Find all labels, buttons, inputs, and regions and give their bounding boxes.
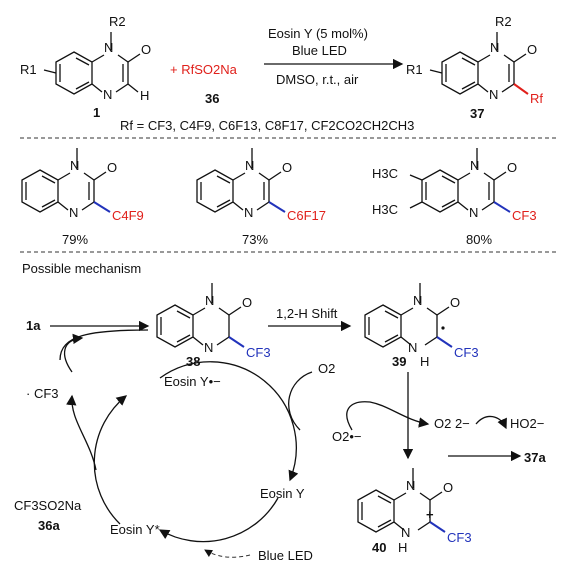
compound-36-label: 36 [205, 91, 219, 106]
int38-bond [228, 336, 245, 348]
int38-label: 38 [186, 354, 200, 369]
intermediate-39-structure [364, 283, 450, 348]
product-r1-label: R1 [406, 62, 423, 77]
intermediate-40-structure [357, 468, 443, 533]
int38-o: O [242, 295, 252, 310]
compound-37-label: 37 [470, 106, 484, 121]
n1-atom: N [104, 40, 113, 55]
int40-h: H [398, 540, 407, 555]
sulfinate-reagent: + RfSO2Na [170, 62, 238, 77]
r2-label: R2 [109, 14, 126, 29]
eosin-ground: Eosin Y [260, 486, 305, 501]
cycle-arc-bottom [158, 497, 279, 543]
int40-nh: N [401, 525, 410, 540]
n4-atom: N [103, 87, 112, 102]
o2-label: O2 [318, 361, 335, 376]
int39-nh: N [408, 340, 417, 355]
example-1-n4: N [69, 205, 78, 220]
reagent-cf3so2na: CF3SO2Na [14, 498, 82, 513]
cf3-radical: · CF3 [26, 386, 59, 401]
arrow-cf3-radical [63, 333, 84, 373]
blue-led-label: Blue LED [258, 548, 313, 563]
example-3-ring-sub-1: H3C [372, 166, 398, 181]
h-atom: H [140, 88, 149, 103]
example-3-bond [493, 201, 511, 213]
int39-bond [436, 336, 453, 348]
example-3-ring-sub-2: H3C [372, 202, 398, 217]
condition-catalyst: Eosin Y (5 mol%) [268, 26, 368, 41]
product-o-atom: O [527, 42, 537, 57]
shift-label: 1,2-H Shift [276, 306, 338, 321]
example-3-substituent: CF3 [512, 208, 537, 223]
int38-n4: N [204, 340, 213, 355]
product-rf-label: Rf [530, 91, 543, 106]
int39-cf3: CF3 [454, 345, 479, 360]
cycle-arc-left [93, 395, 128, 525]
eosin-radical-anion: Eosin Y•− [164, 374, 221, 389]
example-3-n1: N [470, 158, 479, 173]
rf-definition: Rf = CF3, C4F9, C6F13, C8F17, CF2CO2CH2C… [120, 118, 414, 133]
cycle-arc-right [159, 361, 299, 482]
example-2-substituent: C6F17 [287, 208, 326, 223]
arrow-cf3-to-38 [59, 329, 149, 361]
eosin-excited: Eosin Y* [110, 522, 160, 537]
example-2-n4: N [244, 205, 253, 220]
example-3-structure [409, 148, 507, 213]
intermediate-38-structure [156, 283, 242, 348]
int40-cation: + [426, 507, 434, 522]
example-2-o: O [282, 160, 292, 175]
arrow-36a-to-cf3 [66, 394, 97, 471]
mechanism-title: Possible mechanism [22, 261, 141, 276]
product-n1-atom: N [490, 40, 499, 55]
example-3-n4: N [469, 205, 478, 220]
example-1-bond [93, 201, 111, 213]
product-37-structure [429, 32, 527, 95]
compound-1-label: 1 [93, 105, 100, 120]
int40-cf3: CF3 [447, 530, 472, 545]
int38-n1: N [205, 293, 214, 308]
example-2-structure [196, 148, 282, 213]
int40-o: O [443, 480, 453, 495]
example-1-substituent: C4F9 [112, 208, 144, 223]
int40-label: 40 [372, 540, 386, 555]
product-n4-atom: N [489, 87, 498, 102]
arrow-o2-radical-to-dianion [346, 401, 430, 431]
example-3-o: O [507, 160, 517, 175]
example-1-yield: 79% [62, 232, 88, 247]
int39-n1: N [413, 293, 422, 308]
r1-label: R1 [20, 62, 37, 77]
reactant-1-structure [43, 32, 141, 95]
condition-light: Blue LED [292, 43, 347, 58]
example-3-yield: 80% [466, 232, 492, 247]
example-1-n1: N [70, 158, 79, 173]
product-37a: 37a [524, 450, 546, 465]
int39-label: 39 [392, 354, 406, 369]
example-2-n1: N [245, 158, 254, 173]
int39-h: H [420, 354, 429, 369]
int39-radical-dot [441, 326, 445, 330]
hydroperoxide-label: HO2− [510, 416, 544, 431]
carbonyl-o-atom: O [141, 42, 151, 57]
o2-dianion-label: O2 2− [434, 416, 470, 431]
example-2-yield: 73% [242, 232, 268, 247]
int40-bond [429, 521, 446, 533]
example-1-structure [21, 148, 107, 213]
o2-radical-label: O2•− [332, 429, 362, 444]
start-1a: 1a [26, 318, 41, 333]
int39-o: O [450, 295, 460, 310]
rf-bond [513, 83, 529, 95]
arrow-o2-reduction [288, 371, 313, 431]
arrow-to-hydroperoxide [475, 415, 507, 430]
example-1-o: O [107, 160, 117, 175]
int38-cf3: CF3 [246, 345, 271, 360]
condition-solvent: DMSO, r.t., air [276, 72, 359, 87]
int40-n1: N [406, 478, 415, 493]
example-2-bond [268, 201, 286, 213]
product-r2-label: R2 [495, 14, 512, 29]
reagent-36a-label: 36a [38, 518, 60, 533]
light-arrow [204, 549, 251, 558]
